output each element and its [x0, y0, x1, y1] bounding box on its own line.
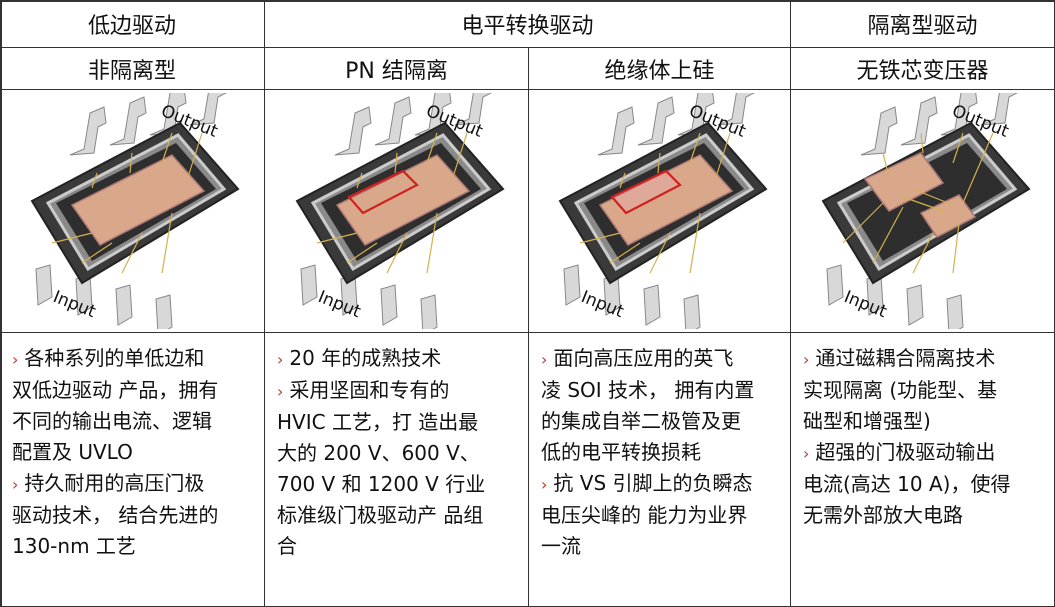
bullet-chevron-icon: › [12, 350, 19, 369]
description-line: › 各种系列的单低边和 [12, 343, 264, 375]
description-text: 抗 VS 引脚上的负瞬态 [553, 471, 753, 495]
description-line: 130-nm 工艺 [12, 531, 264, 562]
description-line: HVIC 工艺，打 造出最 [277, 407, 528, 438]
bullet-chevron-icon: › [277, 382, 284, 401]
chip-image-pn-junction: Output Input [295, 93, 505, 329]
table-top-border [0, 0, 1055, 2]
description-text: 低的电平转换损耗 [541, 440, 701, 464]
description-line: 凌 SOI 技术， 拥有内置 [541, 375, 790, 406]
description-line: 实现隔离 (功能型、基 [803, 375, 1054, 406]
subheader-pn-junction: PN 结隔离 [265, 48, 529, 90]
description-text: 通过磁耦合隔离技术 [815, 346, 996, 370]
description-line: 电流(高达 10 A)，使得 [803, 469, 1054, 500]
description-text: 电压尖峰的 能力为业界 [541, 503, 748, 527]
description-line: 配置及 UVLO [12, 437, 264, 468]
description-line: 700 V 和 1200 V 行业 [277, 469, 528, 500]
description-cell: › 通过磁耦合隔离技术实现隔离 (功能型、基础型和增强型) › 超强的门极驱动输出电流… [791, 333, 1055, 607]
description-line: 电压尖峰的 能力为业界 [541, 500, 790, 531]
description-line: 不同的输出电流、逻辑 [12, 406, 264, 437]
description-text: 电流(高达 10 A)，使得 [803, 472, 1011, 496]
chip-image-cell-1: Output Input [0, 90, 265, 333]
chip-image-cell-3: Output Input [529, 90, 791, 333]
description-line: 双低边驱动 产品，拥有 [12, 375, 264, 406]
chip-image-soi: Output Input [558, 93, 768, 329]
bullet-chevron-icon: › [12, 475, 19, 494]
description-cell: › 面向高压应用的英飞凌 SOI 技术， 拥有内置的集成自举二极管及更低的电平转换… [529, 333, 791, 607]
description-text: 超强的门极驱动输出 [815, 440, 996, 464]
description-text: 的集成自举二极管及更 [541, 409, 741, 433]
description-line: › 20 年的成熟技术 [277, 343, 528, 375]
description-cell: › 20 年的成熟技术 › 采用坚固和专有的 HVIC 工艺，打 造出最大的 200 V… [265, 333, 529, 607]
chip-image-low-side: Output Input [30, 93, 240, 329]
bullet-chevron-icon: › [541, 475, 548, 494]
description-line: › 持久耐用的高压门极 [12, 468, 264, 500]
description-text: 700 V 和 1200 V 行业 [277, 472, 486, 496]
description-text: 驱动技术， 结合先进的 [12, 503, 219, 527]
header-low-side: 低边驱动 [0, 0, 265, 48]
description-text: 凌 SOI 技术， 拥有内置 [541, 378, 755, 402]
description-text: HVIC 工艺，打 造出最 [277, 410, 479, 434]
description-text: 面向高压应用的英飞 [553, 346, 734, 370]
description-cell: › 各种系列的单低边和双低边驱动 产品，拥有不同的输出电流、逻辑配置及 UVLO ›… [0, 333, 265, 607]
chip-image-cell-2: Output Input [265, 90, 529, 333]
chip-image-coreless-transformer: Output Input [821, 93, 1031, 329]
description-text: 合 [277, 534, 297, 558]
description-text: 大的 200 V、600 V、 [277, 441, 480, 465]
description-text: 持久耐用的高压门极 [24, 471, 205, 495]
description-line: 低的电平转换损耗 [541, 437, 790, 468]
table-left-border [0, 0, 2, 607]
header-isolated: 隔离型驱动 [791, 0, 1055, 48]
description-text: 不同的输出电流、逻辑 [12, 409, 212, 433]
soi-isolation-frame [609, 169, 682, 215]
description-text: 130-nm 工艺 [12, 534, 136, 558]
subheader-non-isolated: 非隔离型 [0, 48, 265, 90]
bullet-chevron-icon: › [803, 350, 810, 369]
description-line: 驱动技术， 结合先进的 [12, 500, 264, 531]
description-line: 一流 [541, 531, 790, 562]
description-line: › 面向高压应用的英飞 [541, 343, 790, 375]
description-line: › 抗 VS 引脚上的负瞬态 [541, 468, 790, 500]
description-text: 无需外部放大电路 [803, 503, 963, 527]
description-text: 础型和增强型) [803, 409, 931, 433]
description-line: 的集成自举二极管及更 [541, 406, 790, 437]
description-text: 标准级门极驱动产 品组 [277, 503, 484, 527]
description-text: 一流 [541, 534, 581, 558]
description-line: › 通过磁耦合隔离技术 [803, 343, 1054, 375]
chip-image-cell-4: Output Input [791, 90, 1055, 333]
description-line: › 超强的门极驱动输出 [803, 437, 1054, 469]
description-text: 配置及 UVLO [12, 440, 133, 464]
bullet-chevron-icon: › [277, 350, 284, 369]
description-line: › 采用坚固和专有的 [277, 375, 528, 407]
description-line: 合 [277, 531, 528, 562]
pn-isolation-frame [346, 169, 419, 215]
description-line: 础型和增强型) [803, 406, 1054, 437]
description-text: 实现隔离 (功能型、基 [803, 378, 998, 402]
description-text: 20 年的成熟技术 [289, 346, 442, 370]
header-level-shift: 电平转换驱动 [265, 0, 791, 48]
subheader-coreless-transformer: 无铁芯变压器 [791, 48, 1055, 90]
subheader-soi: 绝缘体上硅 [529, 48, 791, 90]
description-line: 标准级门极驱动产 品组 [277, 500, 528, 531]
bullet-chevron-icon: › [541, 350, 548, 369]
description-line: 大的 200 V、600 V、 [277, 438, 528, 469]
description-line: 无需外部放大电路 [803, 500, 1054, 531]
description-text: 采用坚固和专有的 [289, 378, 450, 402]
description-text: 各种系列的单低边和 [24, 346, 205, 370]
bullet-chevron-icon: › [803, 444, 810, 463]
description-text: 双低边驱动 产品，拥有 [12, 378, 219, 402]
